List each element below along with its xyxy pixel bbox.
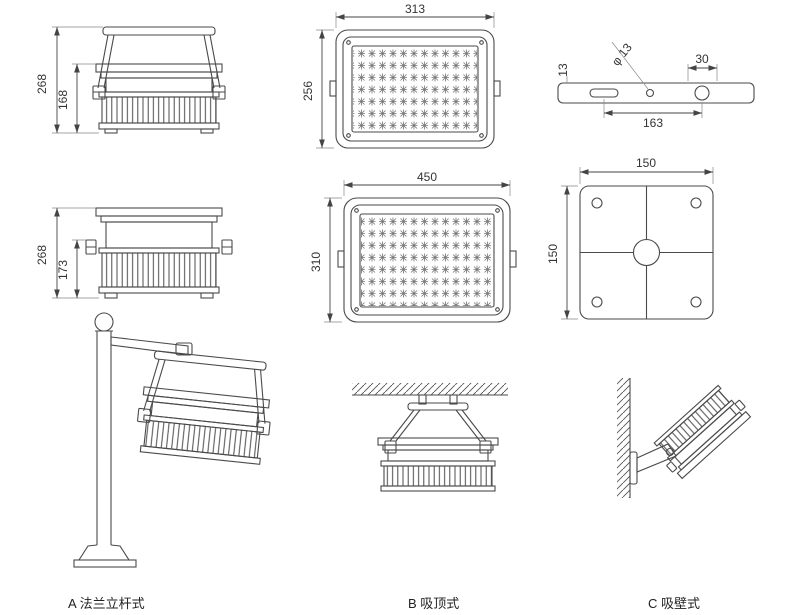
dim-bracket-hole-dia: φ 13 bbox=[609, 40, 635, 68]
bezel bbox=[350, 204, 504, 316]
lamp-frame bbox=[100, 215, 218, 223]
side-tab-right bbox=[509, 250, 517, 268]
lamp-top-plate bbox=[95, 207, 223, 217]
lamp-body bbox=[105, 77, 213, 93]
bottom-plate bbox=[98, 122, 220, 130]
pole-flange bbox=[77, 544, 131, 561]
caption-wall-mount: C 吸壁式 bbox=[648, 596, 700, 611]
floodlight-on-pole bbox=[137, 350, 271, 465]
lamp-frame bbox=[100, 71, 218, 79]
ceiling-mount-illustration bbox=[352, 383, 508, 492]
bottom-plate bbox=[380, 485, 496, 492]
heatsink-fins bbox=[383, 465, 493, 487]
pole-mount-illustration bbox=[73, 312, 271, 568]
dim-front2-height: 310 bbox=[309, 252, 323, 272]
bottom-plate bbox=[98, 286, 220, 294]
front-view-small: 313 256 bbox=[301, 2, 501, 149]
side-view-large-model: 268 173 bbox=[35, 207, 233, 299]
plate-cross-lines bbox=[580, 186, 713, 319]
wall-plate bbox=[629, 451, 638, 485]
side-tab-left bbox=[329, 80, 337, 97]
dim-side1-body-height: 168 bbox=[56, 90, 70, 110]
side-tab-right bbox=[493, 80, 501, 97]
bracket-bar bbox=[557, 82, 755, 104]
glass-frame bbox=[351, 45, 479, 133]
yoke-bolt-left bbox=[384, 440, 397, 454]
arm-clamp bbox=[175, 342, 193, 356]
bracket-top-view: φ 13 13 30 163 bbox=[556, 40, 755, 130]
dim-side2-body-height: 173 bbox=[56, 260, 70, 280]
dim-plate-height: 150 bbox=[546, 244, 560, 264]
fin-deck bbox=[98, 247, 220, 254]
mount-hole bbox=[694, 85, 710, 101]
heatsink-fins bbox=[101, 96, 217, 124]
bezel bbox=[342, 36, 488, 142]
corner-hole bbox=[591, 296, 603, 308]
floodlight-on-wall bbox=[653, 384, 752, 480]
dim-plate-width: 150 bbox=[636, 156, 656, 170]
side-tab-left bbox=[337, 250, 345, 268]
yoke-arms bbox=[97, 34, 221, 89]
side-view-with-yoke: 268 168 bbox=[35, 26, 226, 134]
dim-bracket-length: 163 bbox=[643, 116, 663, 130]
base-plate bbox=[73, 559, 137, 568]
led-array bbox=[353, 47, 477, 131]
ceiling-hatch bbox=[352, 383, 508, 395]
dim-side2-outer-height: 268 bbox=[35, 245, 49, 265]
pole bbox=[95, 330, 113, 545]
corner-hole bbox=[591, 197, 603, 209]
dim-bracket-end-width: 13 bbox=[556, 63, 570, 77]
dim-front2-width: 450 bbox=[417, 170, 437, 184]
yoke-bolt-right bbox=[479, 440, 492, 454]
caption-pole-mount: A 法兰立杆式 bbox=[68, 596, 145, 611]
center-hole bbox=[645, 88, 655, 98]
yoke-arms bbox=[389, 409, 487, 442]
front-view-large: 450 310 bbox=[309, 170, 517, 323]
corner-hole bbox=[690, 296, 702, 308]
dim-bracket-hole-offset: 30 bbox=[695, 52, 709, 66]
lamp-body bbox=[387, 449, 489, 462]
dim-side1-outer-height: 268 bbox=[35, 74, 49, 94]
captions: A 法兰立杆式 B 吸顶式 C 吸壁式 bbox=[68, 596, 700, 611]
heatsink-fins bbox=[101, 252, 217, 288]
lamp-top-plate bbox=[95, 63, 223, 73]
yoke-handle bbox=[102, 26, 216, 36]
yoke-handle bbox=[407, 402, 469, 411]
bracket-slot bbox=[589, 88, 619, 98]
center-opening bbox=[632, 238, 661, 267]
wall-mount-illustration bbox=[617, 378, 752, 498]
lamp-body bbox=[105, 221, 213, 249]
dim-front1-width: 313 bbox=[405, 2, 425, 16]
mounting-plate-view: 150 150 bbox=[546, 156, 714, 320]
led-array bbox=[361, 215, 493, 306]
caption-ceiling-mount: B 吸顶式 bbox=[408, 596, 459, 611]
corner-hole bbox=[690, 197, 702, 209]
fin-deck bbox=[98, 91, 220, 98]
wall-hatch bbox=[617, 378, 630, 498]
dim-front1-height: 256 bbox=[301, 81, 315, 101]
pole-cap-ball bbox=[94, 312, 114, 332]
glass-frame bbox=[359, 213, 495, 308]
